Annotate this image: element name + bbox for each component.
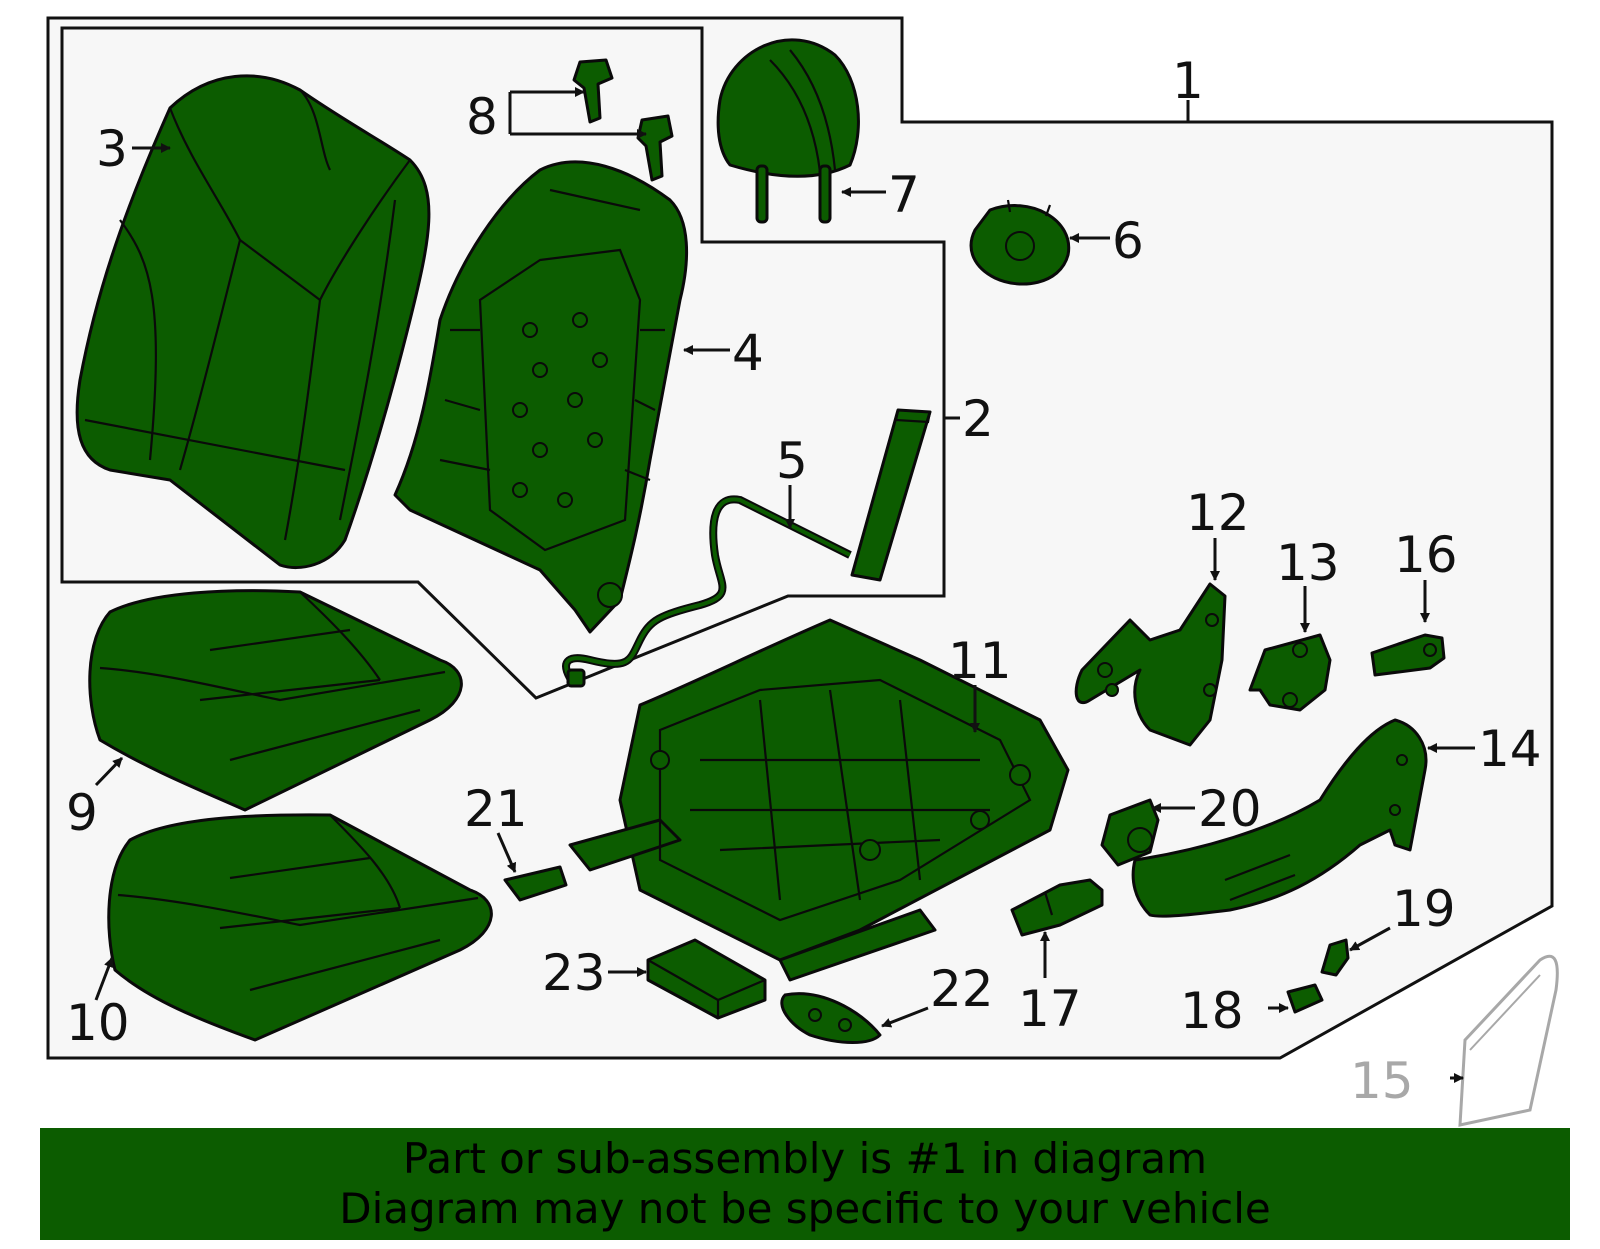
recliner-knob-part[interactable] — [969, 199, 1071, 286]
callout-20: 20 — [1198, 780, 1262, 838]
seatback-frame-part[interactable] — [393, 160, 688, 634]
callout-22: 22 — [930, 960, 994, 1018]
callout-17: 17 — [1018, 980, 1082, 1038]
callout-8: 8 — [466, 88, 498, 146]
clip-part-18[interactable] — [1286, 983, 1324, 1014]
cushion-cover-part[interactable] — [88, 589, 463, 812]
cushion-pad-part[interactable] — [107, 813, 493, 1042]
notice-banner: Part or sub-assembly is #1 in diagram Di… — [40, 1128, 1570, 1240]
callout-7: 7 — [888, 166, 920, 224]
notice-line-1: Part or sub-assembly is #1 in diagram — [402, 1134, 1208, 1183]
callout-15: 15 — [1350, 1052, 1414, 1110]
bracket-part-12[interactable] — [1074, 582, 1227, 747]
seatback-cover-part[interactable] — [75, 74, 431, 569]
bolt-part-a[interactable] — [572, 58, 614, 124]
module-part-23[interactable] — [646, 938, 767, 1020]
callout-13: 13 — [1276, 534, 1340, 592]
callout-19: 19 — [1392, 880, 1456, 938]
callout-18: 18 — [1180, 982, 1244, 1040]
callout-2: 2 — [962, 390, 994, 448]
harness-part[interactable] — [562, 495, 852, 688]
cover-part-17[interactable] — [1010, 878, 1104, 937]
callout-4: 4 — [732, 324, 764, 382]
headrest-part[interactable] — [716, 38, 860, 224]
callout-6: 6 — [1112, 212, 1144, 270]
callout-9: 9 — [66, 784, 98, 842]
side-shield-part[interactable] — [1131, 718, 1428, 918]
bracket-part-13[interactable] — [1248, 633, 1332, 712]
seat-track-frame-part[interactable] — [568, 618, 1070, 982]
callout-16: 16 — [1394, 526, 1458, 584]
callout-12: 12 — [1186, 484, 1250, 542]
callout-11: 11 — [948, 632, 1012, 690]
plate-part-22[interactable] — [780, 992, 882, 1044]
callout-21: 21 — [464, 780, 528, 838]
clip-part-21[interactable] — [503, 865, 568, 902]
notice-line-2: Diagram may not be specific to your vehi… — [339, 1184, 1271, 1233]
callout-1: 1 — [1172, 52, 1204, 110]
switch-part-20[interactable] — [1100, 798, 1160, 867]
clip-part-19[interactable] — [1320, 938, 1350, 977]
callout-3: 3 — [96, 120, 128, 178]
callout-5: 5 — [776, 432, 808, 490]
leader-lines — [94, 87, 1475, 1083]
callout-14: 14 — [1478, 720, 1542, 778]
callout-10: 10 — [66, 994, 130, 1052]
lever-part-16[interactable] — [1370, 633, 1446, 677]
callout-23: 23 — [542, 944, 606, 1002]
side-pad-part[interactable] — [850, 408, 932, 582]
reference-panel-part-15[interactable] — [1458, 954, 1559, 1127]
callout-labels: 1 2 3 4 5 6 7 8 9 10 11 12 13 14 15 16 1… — [66, 52, 1542, 1110]
